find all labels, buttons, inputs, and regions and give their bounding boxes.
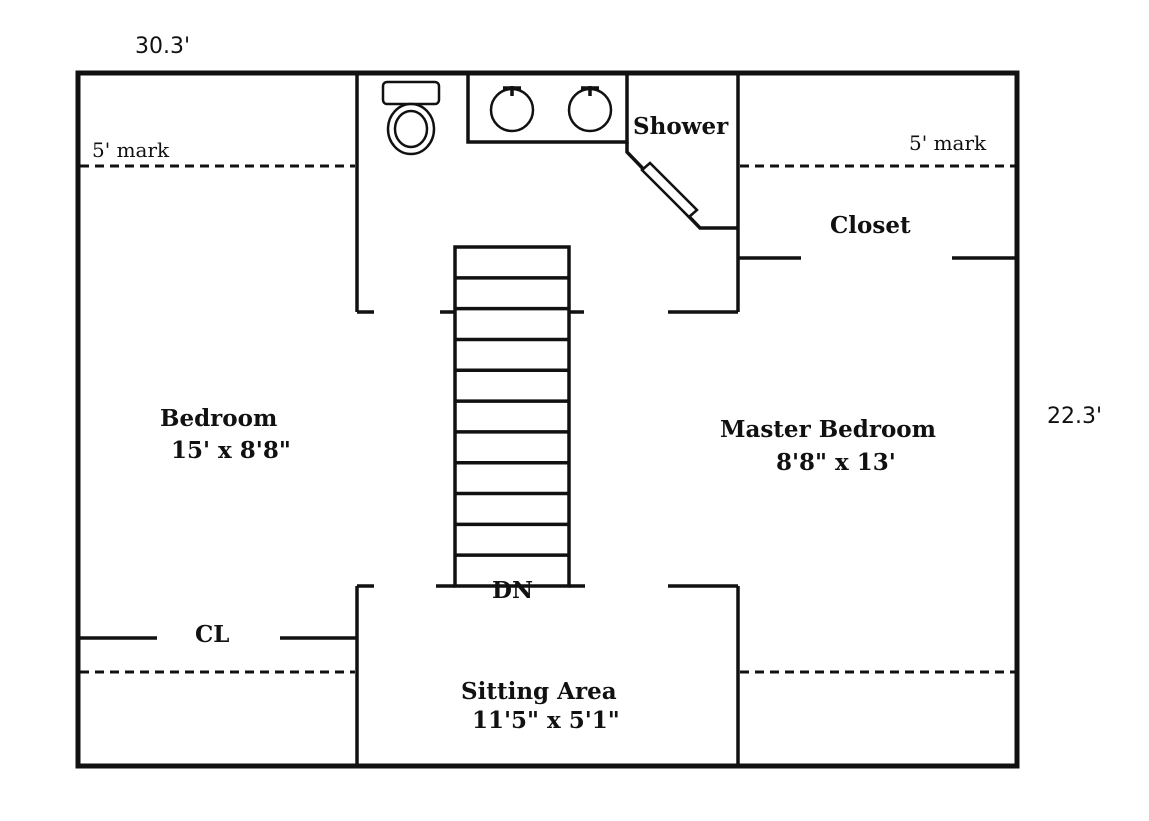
master-bedroom-size: 8'8" x 13' bbox=[776, 449, 896, 476]
sitting-area-name: Sitting Area bbox=[461, 678, 617, 705]
width-dimension: 30.3' bbox=[135, 34, 190, 59]
shower-label: Shower bbox=[633, 113, 729, 140]
depth-dimension: 22.3' bbox=[1047, 404, 1102, 429]
bedroom-size: 15' x 8'8" bbox=[171, 437, 291, 464]
five-foot-mark-label-left: 5' mark bbox=[92, 138, 170, 162]
shower-door-icon bbox=[640, 161, 699, 219]
sitting-area-size: 11'5" x 5'1" bbox=[472, 707, 620, 734]
stairs-down-label: DN bbox=[492, 577, 533, 604]
toilet-icon bbox=[381, 80, 441, 156]
sink-icon bbox=[489, 86, 613, 133]
bedroom-name: Bedroom bbox=[160, 405, 277, 432]
five-foot-mark-label-right: 5' mark bbox=[909, 131, 987, 155]
interior-walls bbox=[78, 73, 1017, 766]
cl-closet-label: CL bbox=[195, 621, 229, 648]
five-foot-marks bbox=[80, 164, 1015, 674]
closet-label: Closet bbox=[830, 212, 911, 239]
exterior-wall bbox=[75, 70, 1020, 769]
master-bedroom-name: Master Bedroom bbox=[720, 416, 936, 443]
staircase bbox=[453, 245, 571, 588]
